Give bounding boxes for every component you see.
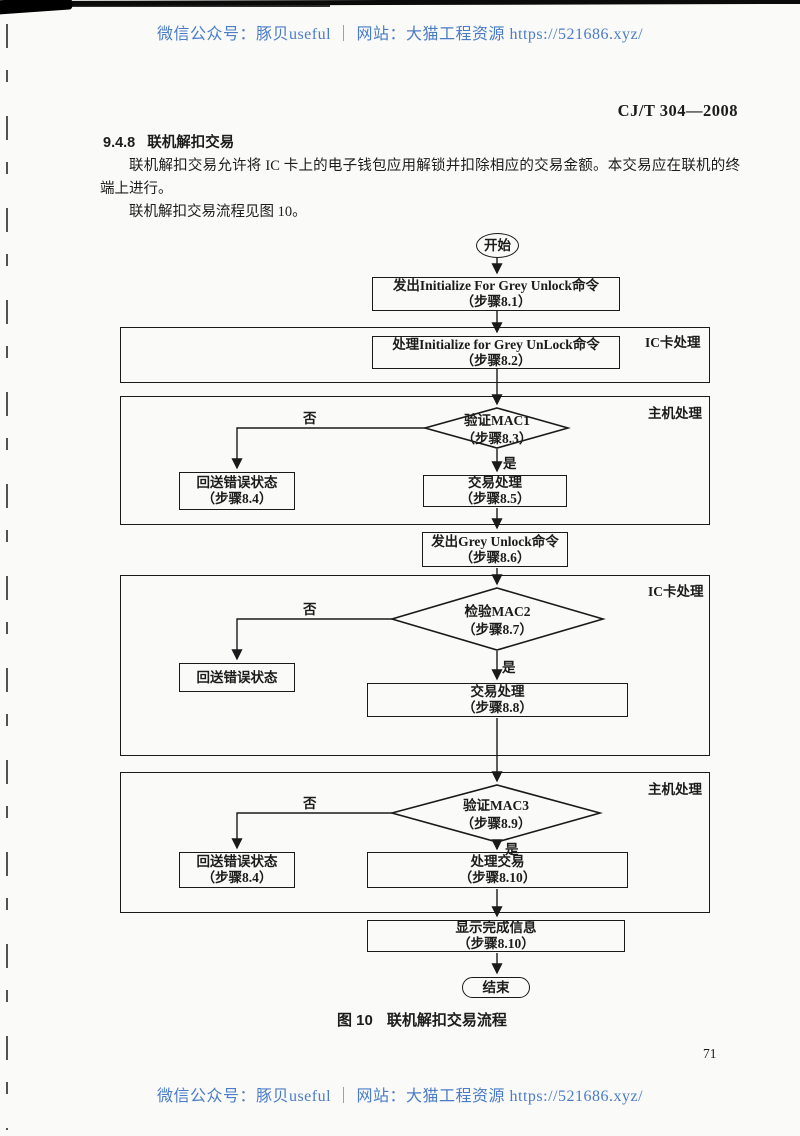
node-step-8-5: 交易处理 （步骤8.5）	[423, 475, 567, 507]
lane-label-ic-card-1: IC卡处理	[645, 335, 701, 350]
node-display-complete: 显示完成信息 （步骤8.10）	[367, 920, 625, 952]
node-error-8-4-c: 回送错误状态 （步骤8.4）	[179, 852, 295, 888]
node-step-8-8-line1: 交易处理	[470, 684, 525, 699]
decision-mac1-line2: （步骤8.3）	[461, 431, 533, 446]
node-step-8-5-line1: 交易处理	[468, 475, 522, 490]
decision-mac3-line1: 验证MAC3	[463, 798, 529, 813]
node-step-8-1: 发出Initialize For Grey Unlock命令 （步骤8.1）	[372, 277, 620, 311]
lane-host-1	[120, 396, 710, 525]
node-step-8-10-line2: （步骤8.10）	[458, 870, 537, 885]
decision-mac1-line1: 验证MAC1	[464, 413, 530, 428]
lane-ic-card-1	[120, 327, 710, 383]
page-number: 71	[703, 1046, 717, 1061]
branch-yes-3: 是	[505, 842, 519, 857]
node-step-8-8-line2: （步骤8.8）	[462, 700, 533, 715]
section-heading: 9.4.8 联机解扣交易	[103, 131, 234, 152]
scan-smudge-top-2	[0, 4, 330, 7]
node-error-8-4-b-line1: 回送错误状态	[196, 669, 278, 685]
figure-caption: 图 10 联机解扣交易流程	[337, 1009, 507, 1030]
branch-no-1: 否	[303, 411, 317, 426]
node-error-8-4-b: 回送错误状态	[179, 663, 295, 692]
node-step-8-6-line2: （步骤8.6）	[459, 549, 531, 565]
node-step-8-6-line1: 发出Grey Unlock命令	[431, 533, 559, 549]
decision-mac3: 验证MAC3 （步骤8.9）	[392, 797, 600, 833]
section-number: 9.4.8	[103, 135, 136, 151]
decision-mac1: 验证MAC1 （步骤8.3）	[425, 412, 569, 448]
branch-no-2: 否	[303, 602, 317, 617]
paragraph-1: 联机解扣交易允许将 IC 卡上的电子钱包应用解锁并扣除相应的交易金额。本交易应在…	[100, 158, 740, 197]
node-step-8-6: 发出Grey Unlock命令 （步骤8.6）	[422, 532, 568, 567]
node-display-complete-line2: （步骤8.10）	[457, 936, 535, 951]
watermark-top: 微信公众号：豚贝useful ｜ 网站：大猫工程资源 https://52168…	[156, 26, 644, 43]
node-step-8-2-line2: （步骤8.2）	[460, 352, 532, 368]
node-step-8-1-line2: （步骤8.1）	[460, 294, 532, 309]
branch-yes-2: 是	[502, 660, 516, 675]
decision-mac2-line1: 检验MAC2	[464, 604, 531, 619]
watermark-bottom: 微信公众号：豚贝useful ｜ 网站：大猫工程资源 https://52168…	[156, 1088, 644, 1105]
node-step-8-10: 处理交易 （步骤8.10）	[367, 852, 628, 888]
lane-label-host-2: 主机处理	[648, 782, 702, 797]
node-step-8-2: 处理Initialize for Grey UnLock命令 （步骤8.2）	[372, 336, 620, 369]
node-step-8-5-line2: （步骤8.5）	[459, 491, 531, 506]
lane-host-2	[120, 772, 710, 913]
node-error-8-4-c-line1: 回送错误状态	[196, 854, 278, 869]
node-error-8-4-a-line1: 回送错误状态	[196, 475, 278, 490]
branch-yes-1: 是	[503, 456, 517, 471]
decision-mac2-line2: （步骤8.7）	[462, 622, 533, 637]
decision-mac2: 检验MAC2 （步骤8.7）	[392, 603, 603, 639]
node-step-8-10-line1: 处理交易	[470, 854, 525, 869]
lane-ic-card-2	[120, 575, 710, 756]
paragraph-2: 联机解扣交易流程见图 10。	[129, 204, 307, 220]
lane-label-ic-card-2: IC卡处理	[648, 584, 704, 599]
node-step-8-2-line1: 处理Initialize for Grey UnLock命令	[392, 336, 600, 352]
branch-no-3: 否	[303, 796, 317, 811]
doc-code: CJ/T 304—2008	[617, 101, 738, 120]
scan-left-dashed-line	[6, 24, 8, 1130]
node-error-8-4-c-line2: （步骤8.4）	[201, 870, 273, 885]
node-step-8-1-line1: 发出Initialize For Grey Unlock命令	[392, 278, 600, 293]
decision-mac3-line2: （步骤8.9）	[460, 816, 532, 831]
figure-caption-title: 联机解扣交易流程	[386, 1012, 507, 1029]
node-display-complete-line1: 显示完成信息	[455, 920, 537, 935]
section-title: 联机解扣交易	[147, 135, 235, 151]
node-step-8-8: 交易处理 （步骤8.8）	[367, 683, 628, 717]
node-error-8-4-a: 回送错误状态 （步骤8.4）	[179, 472, 295, 510]
start-terminator: 开始	[476, 233, 519, 258]
node-error-8-4-a-line2: （步骤8.4）	[201, 491, 273, 506]
figure-caption-prefix: 图 10	[337, 1012, 373, 1029]
lane-label-host-1: 主机处理	[648, 406, 702, 421]
end-terminator: 结束	[462, 977, 530, 998]
